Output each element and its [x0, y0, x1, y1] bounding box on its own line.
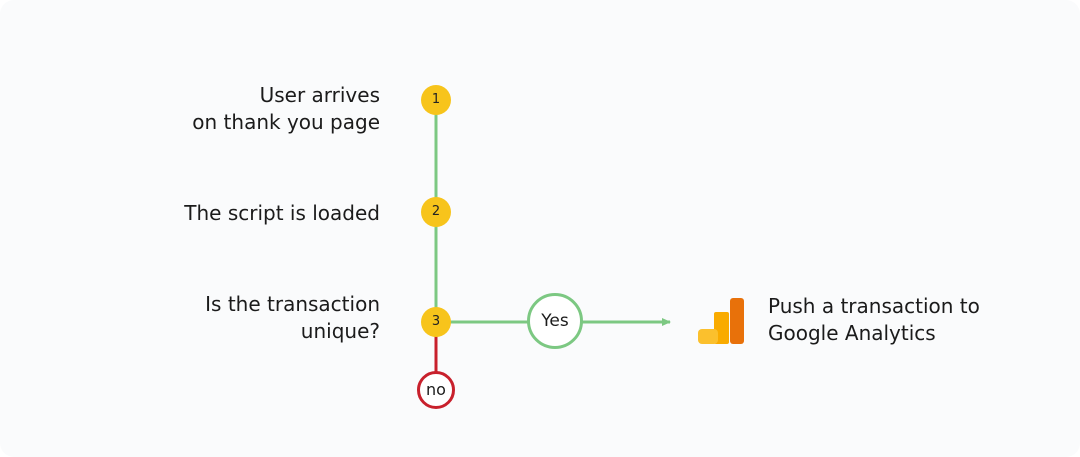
- google-analytics-logo-icon: [698, 298, 744, 344]
- step-1-label-line-1: User arrives: [259, 83, 380, 107]
- step-1-node: 1: [421, 85, 451, 115]
- step-1-label: User arrives on thank you page: [192, 82, 380, 136]
- step-3-label-line-1: Is the transaction: [205, 292, 380, 316]
- step-2-label: The script is loaded: [184, 200, 380, 227]
- step-3-label-line-2: unique?: [300, 319, 380, 343]
- step-1-label-line-2: on thank you page: [192, 110, 380, 134]
- result-label-line-2: Google Analytics: [768, 321, 936, 345]
- result-label: Push a transaction to Google Analytics: [768, 293, 980, 347]
- step-2-node: 2: [421, 197, 451, 227]
- no-decision-circle: no: [417, 371, 455, 409]
- step-2-label-line-1: The script is loaded: [184, 201, 380, 225]
- step-3-node: 3: [421, 307, 451, 337]
- result-label-line-1: Push a transaction to: [768, 294, 980, 318]
- step-3-label: Is the transaction unique?: [205, 291, 380, 345]
- yes-decision-circle: Yes: [527, 293, 583, 349]
